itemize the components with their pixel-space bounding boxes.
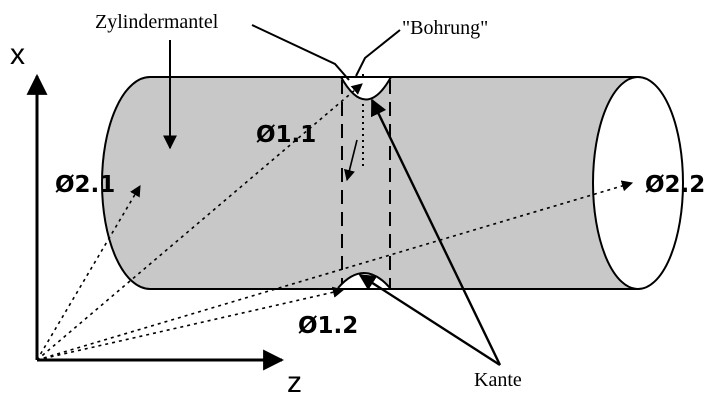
axis-x-label: x <box>10 38 25 71</box>
kante-pointer-top <box>370 98 502 366</box>
vector-2-2 <box>36 180 634 361</box>
kante-label: Kante <box>474 369 522 391</box>
cylinder-body <box>101 76 639 290</box>
bohrung-label: "Bohrung" <box>402 17 488 39</box>
point-1-1-label: Ø1.1 <box>256 122 316 148</box>
point-2-2-label: Ø2.2 <box>645 172 705 198</box>
bohrung-leader-zylindermantel <box>251 24 350 81</box>
axis-z-label: z <box>287 366 302 396</box>
zylindermantel-label: Zylindermantel <box>95 11 219 33</box>
bohrung-leader-right <box>355 29 401 77</box>
vector-1-1-down <box>344 139 358 182</box>
vector-1-2 <box>36 286 345 361</box>
cylinder-end-face <box>592 76 684 290</box>
kante-pointer-bottom <box>358 273 501 367</box>
vector-1-1 <box>36 83 363 361</box>
vector-2-1 <box>36 185 141 361</box>
point-2-1-label: Ø2.1 <box>55 172 115 198</box>
point-1-2-label: Ø1.2 <box>298 313 358 339</box>
